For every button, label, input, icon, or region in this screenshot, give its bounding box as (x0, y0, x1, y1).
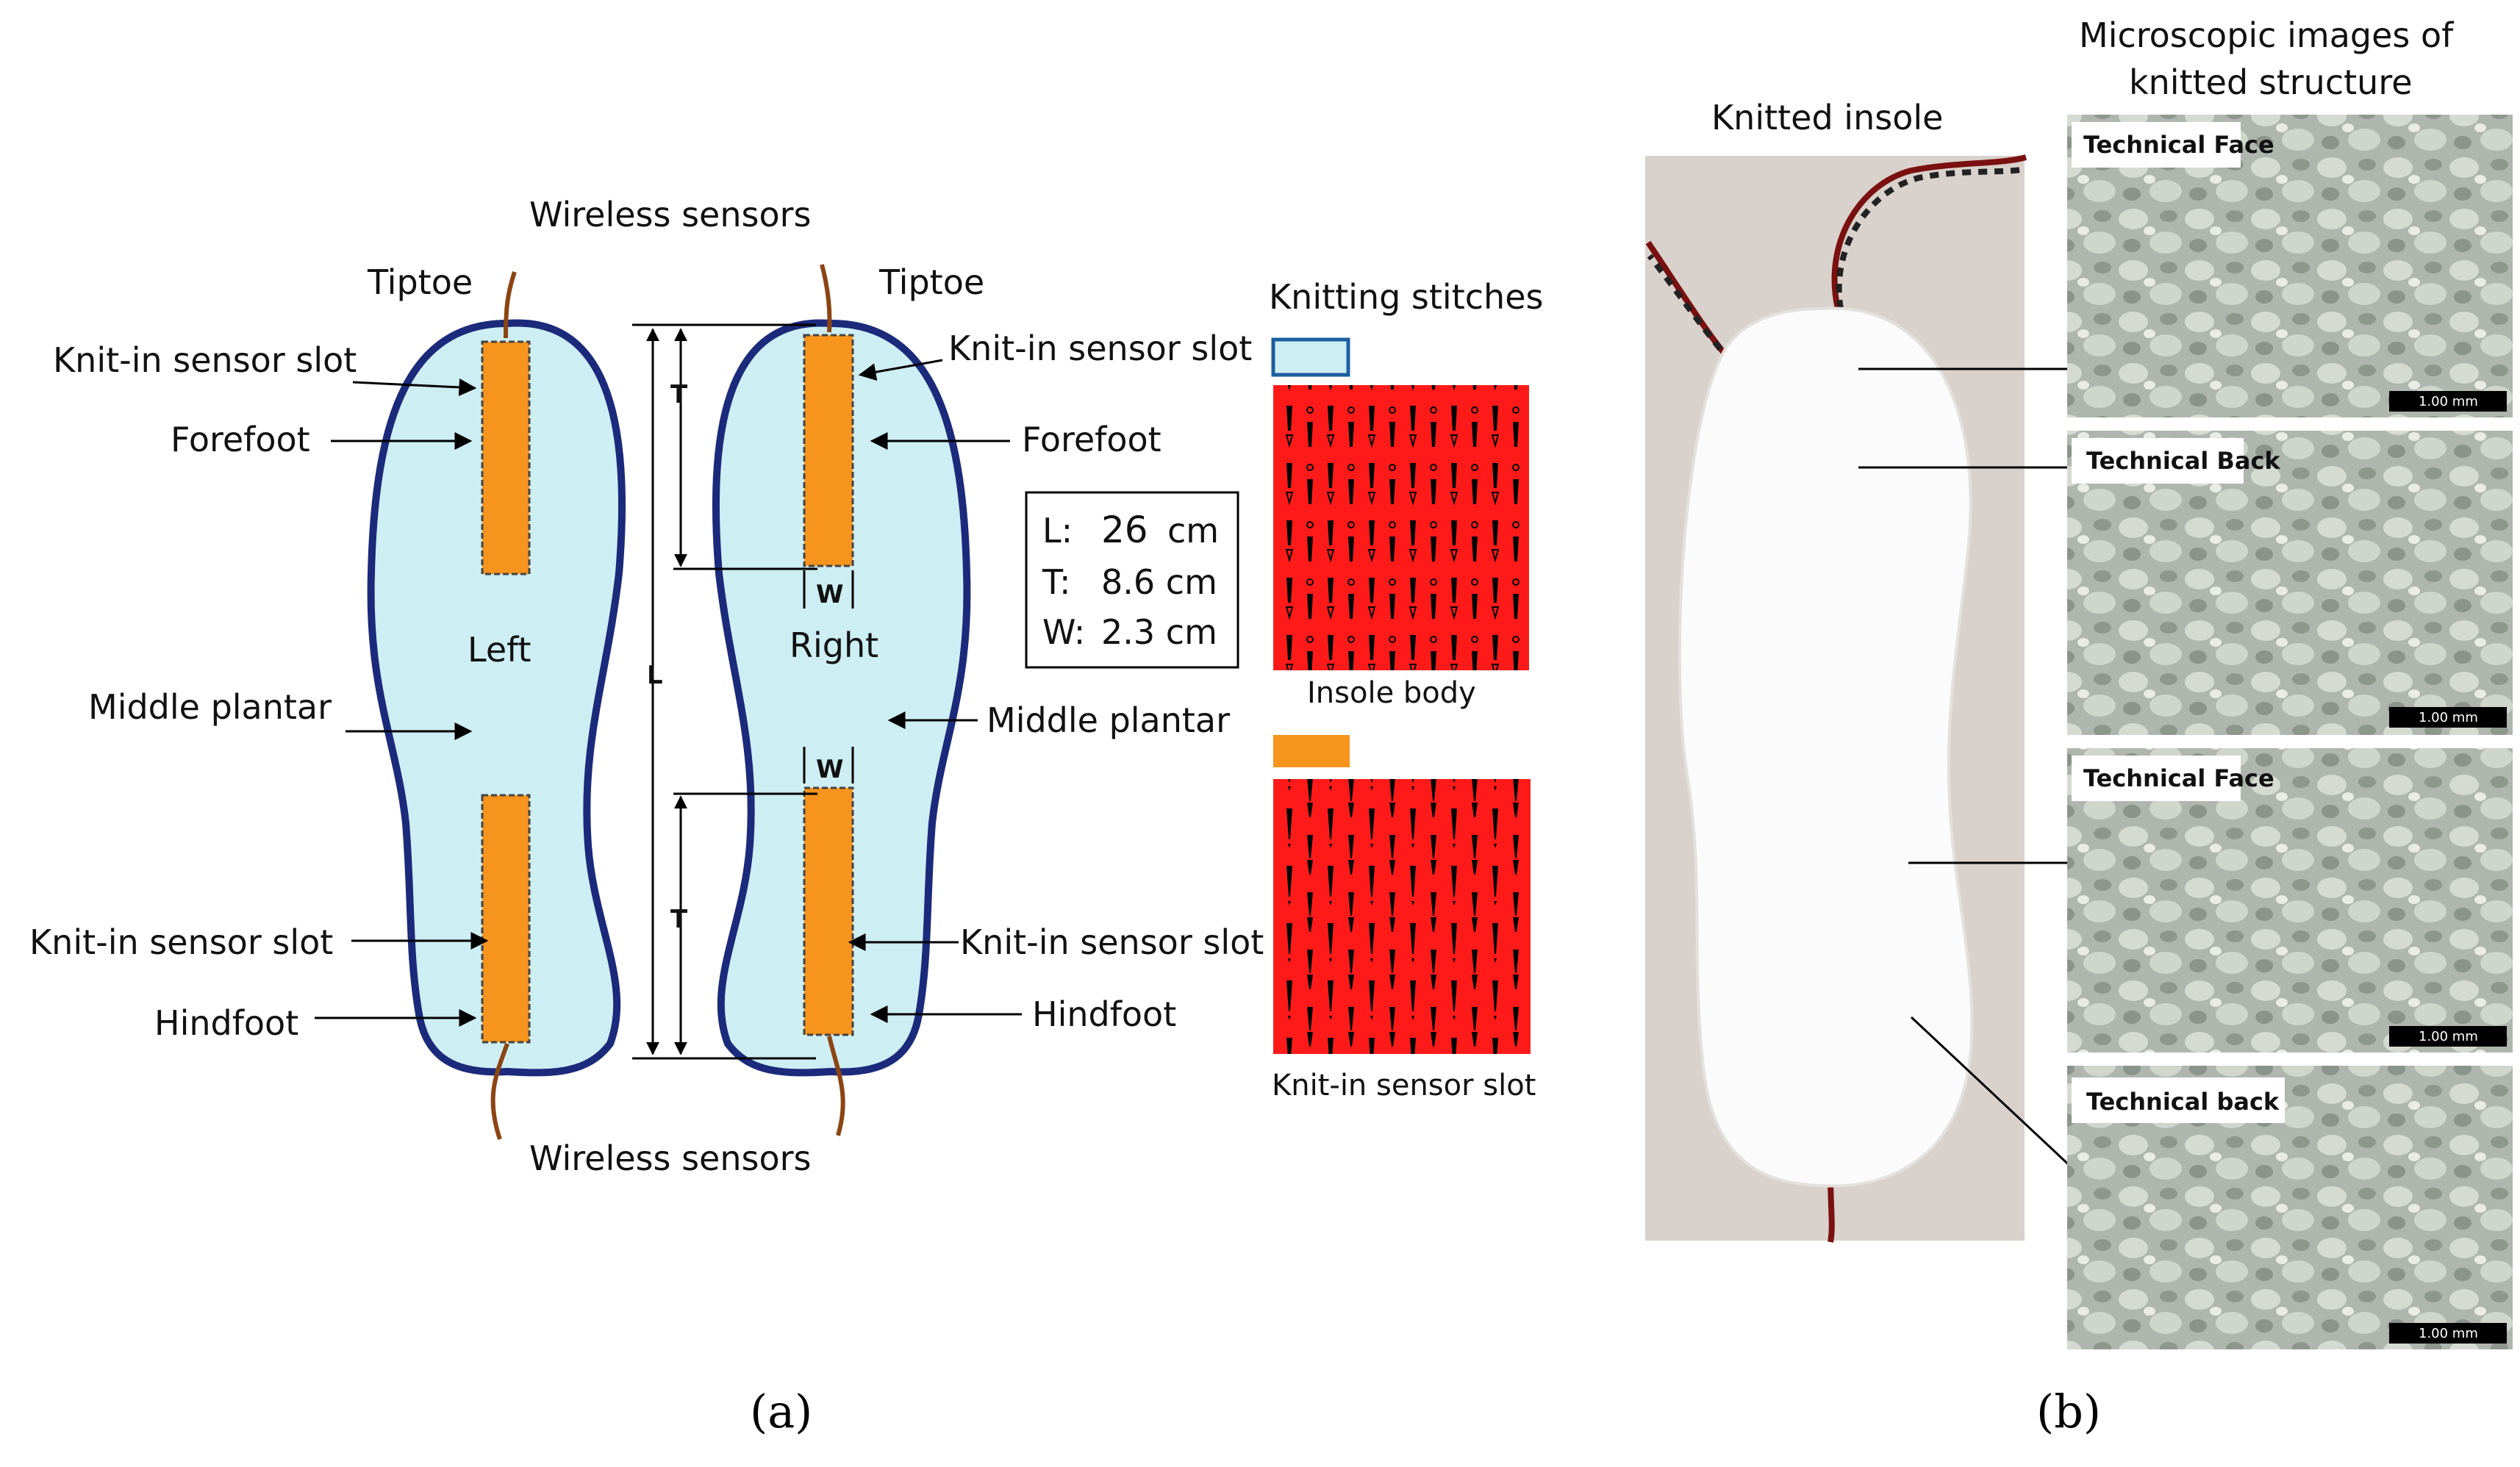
scale-bar-1: 1.00 mm (2419, 394, 2478, 409)
left-insole-outline (367, 319, 626, 1077)
dim-l-value: 26 (1101, 509, 1148, 551)
wireless-sensors-bottom-label: Wireless sensors (529, 1138, 812, 1178)
insole-body-stitch-image (1273, 385, 1529, 670)
tiptoe-right-label: Tiptoe (878, 262, 984, 302)
dim-W-bottom: W (816, 755, 844, 784)
wireless-sensors-top-label: Wireless sensors (529, 195, 812, 234)
dim-t-value: 8.6 cm (1101, 562, 1217, 602)
micro-image-4: Technical back 1.00 mm (2067, 1066, 2513, 1349)
hindfoot-right-label: Hindfoot (1032, 994, 1176, 1034)
knitted-insole-title: Knitted insole (1711, 98, 1943, 137)
right-hindfoot-sensor-slot (803, 786, 854, 1036)
right-slot-bottom-label: Knit-in sensor slot (960, 922, 1264, 962)
tiptoe-left-label: Tiptoe (367, 262, 473, 302)
dim-T-bottom: T (670, 905, 688, 934)
forefoot-right-label: Forefoot (1022, 420, 1161, 459)
right-forefoot-sensor-slot (803, 334, 854, 567)
dim-T-top: T (670, 380, 688, 409)
left-insole-label: Left (468, 630, 531, 670)
micro-badge-3: Technical Face (2083, 764, 2274, 792)
right-insole-outline (712, 319, 971, 1077)
dim-w-key: W: (1042, 612, 1085, 652)
caption-b: (b) (2036, 1385, 2101, 1438)
right-annotation-arrows (848, 359, 1022, 1023)
scale-bar-4: 1.00 mm (2419, 1326, 2478, 1341)
micro-badge-2: Technical Back (2086, 447, 2280, 475)
microscopic-title-line2: knitted structure (2129, 62, 2413, 102)
sensor-slot-stitch-label: Knit-in sensor slot (1272, 1069, 1536, 1102)
micro-image-1: Technical Face 1.00 mm (2067, 115, 2513, 417)
insole-body-legend-swatch (1271, 337, 1350, 377)
dimension-box (1025, 491, 1239, 669)
right-slot-top-label: Knit-in sensor slot (948, 329, 1252, 368)
left-slot-bottom-label: Knit-in sensor slot (29, 922, 333, 962)
dim-l-unit: cm (1167, 511, 1219, 550)
hindfoot-left-label: Hindfoot (154, 1003, 298, 1043)
microscopic-title-line1: Microscopic images of (2079, 15, 2455, 55)
middle-plantar-right-label: Middle plantar (987, 700, 1230, 740)
dim-w-value: 2.3 cm (1101, 612, 1217, 652)
sensor-slot-legend-swatch (1273, 735, 1350, 767)
sensor-slot-stitch-image (1273, 779, 1531, 1054)
left-slot-top-label: Knit-in sensor slot (53, 340, 357, 380)
dim-l-key: L: (1042, 511, 1073, 550)
middle-plantar-left-label: Middle plantar (88, 687, 332, 727)
knitting-stitches-title: Knitting stitches (1269, 277, 1543, 317)
knitted-insole-photo (1678, 306, 1974, 1188)
right-insole-label: Right (790, 625, 878, 665)
left-annotation-arrows (315, 378, 489, 1027)
forefoot-left-label: Forefoot (171, 420, 310, 459)
scale-bar-3: 1.00 mm (2419, 1029, 2478, 1044)
left-forefoot-sensor-slot (481, 340, 531, 575)
dim-L: L (647, 661, 663, 690)
scale-bar-2: 1.00 mm (2419, 710, 2478, 725)
dimension-lines (632, 323, 854, 1060)
micro-image-2: Technical Back 1.00 mm (2067, 431, 2513, 735)
dim-t-key: T: (1042, 562, 1071, 602)
wireless-sensor-wires (490, 264, 845, 1140)
left-hindfoot-sensor-slot (481, 794, 531, 1044)
dim-W-top: W (816, 580, 844, 609)
micro-badge-1: Technical Face (2083, 131, 2274, 159)
insole-body-label: Insole body (1307, 676, 1476, 710)
micro-badge-4: Technical back (2086, 1088, 2280, 1116)
micro-image-3: Technical Face 1.00 mm (2067, 748, 2513, 1052)
caption-a: (a) (750, 1385, 812, 1438)
